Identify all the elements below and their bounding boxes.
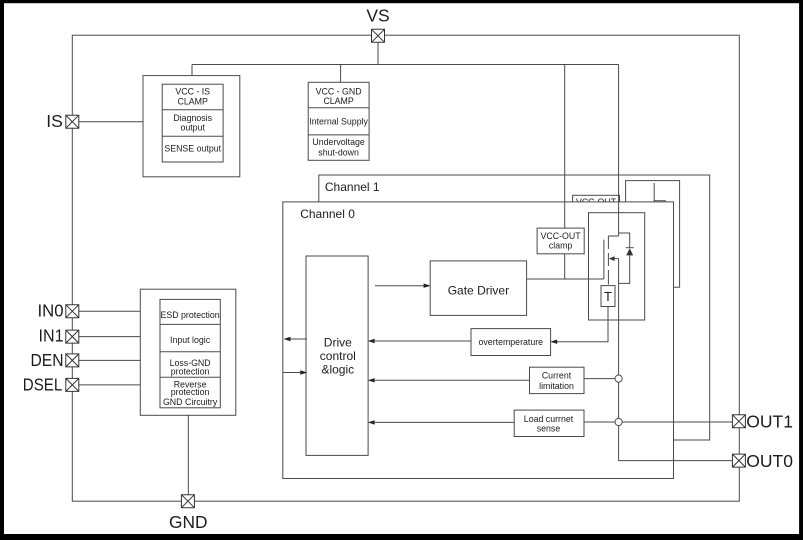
svg-text:Undervoltage: Undervoltage [312,137,364,147]
svg-text:CLAMP: CLAMP [323,96,353,106]
svg-text:IS: IS [46,111,63,131]
svg-text:Current: Current [542,371,572,381]
svg-text:Channel 1: Channel 1 [325,180,380,194]
svg-text:Input logic: Input logic [170,335,211,345]
svg-text:GND: GND [169,512,208,532]
svg-text:Loss-GND: Loss-GND [170,358,211,368]
svg-text:Drive: Drive [324,335,352,349]
svg-text:VCC-OUT: VCC-OUT [541,231,582,241]
svg-text:protection: protection [171,366,210,376]
svg-text:Diagnosis: Diagnosis [173,113,212,123]
svg-text:VCC - IS: VCC - IS [175,86,210,96]
svg-text:Load currnet: Load currnet [524,414,574,424]
svg-text:GND Circuitry: GND Circuitry [163,397,218,407]
svg-text:shut-down: shut-down [318,148,359,158]
svg-text:limitation: limitation [539,381,574,391]
svg-text:OUT1: OUT1 [746,412,793,432]
svg-text:CLAMP: CLAMP [178,96,208,106]
svg-text:IN0: IN0 [38,301,64,321]
svg-text:sense: sense [537,423,561,433]
svg-text:clamp: clamp [549,240,573,250]
svg-text:Reverse: Reverse [174,380,207,390]
svg-text:Channel 0: Channel 0 [300,207,355,221]
svg-text:IN1: IN1 [39,326,64,346]
svg-text:SENSE output: SENSE output [164,144,221,154]
svg-text:ESD protection: ESD protection [161,310,220,320]
svg-text:Gate Driver: Gate Driver [448,284,509,298]
svg-text:VS: VS [366,6,389,26]
svg-text:DSEL: DSEL [23,375,63,395]
svg-text:&logic: &logic [321,363,354,377]
svg-text:output: output [180,122,205,132]
svg-text:OUT0: OUT0 [746,451,793,471]
svg-text:Internal Supply: Internal Supply [309,117,368,127]
svg-text:overtemperature: overtemperature [479,337,544,347]
svg-text:VCC - GND: VCC - GND [316,87,362,97]
svg-text:T: T [604,289,612,304]
svg-text:protection: protection [171,387,210,397]
svg-text:DEN: DEN [31,350,64,370]
svg-text:control: control [320,349,356,363]
